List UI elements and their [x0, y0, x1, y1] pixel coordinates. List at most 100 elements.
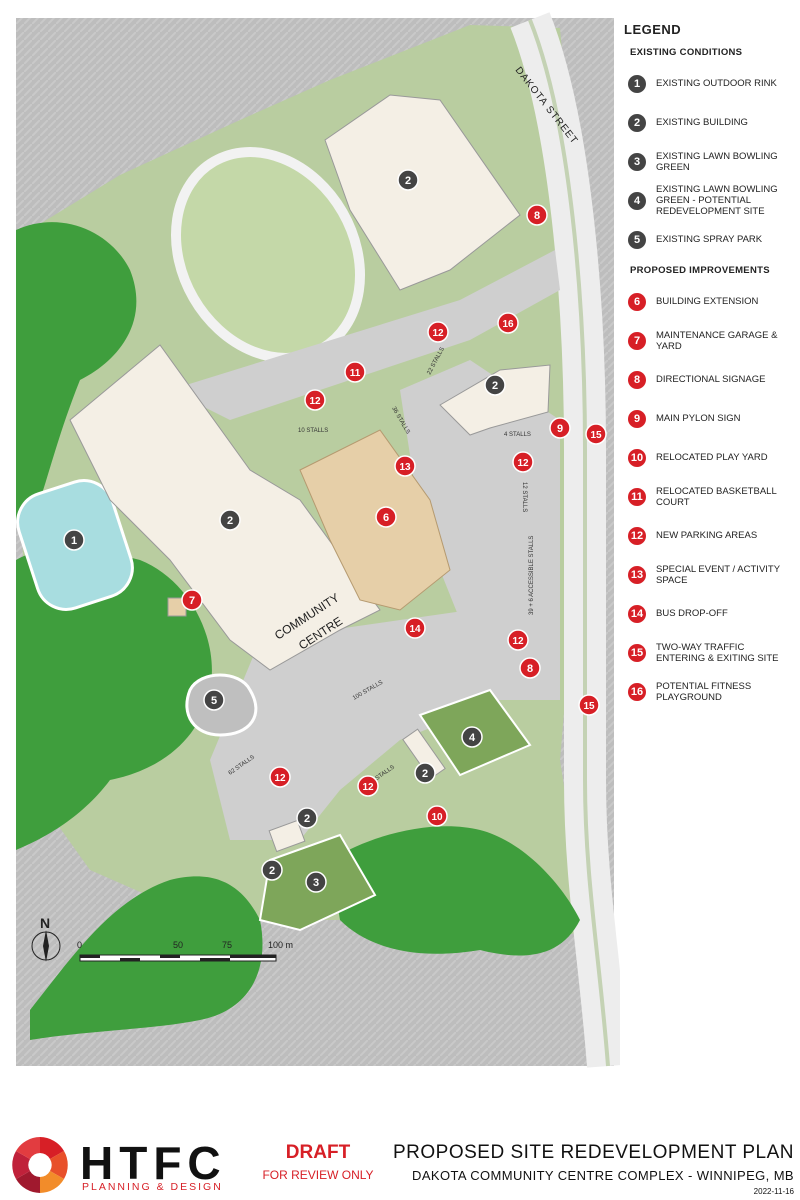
map-marker-circle	[269, 766, 291, 788]
map-marker-12: 12	[304, 389, 326, 411]
map-marker-2: 2	[219, 509, 241, 531]
map-marker-number: 2	[422, 768, 428, 780]
map-marker-circle	[427, 321, 449, 343]
map-marker-circle	[375, 506, 397, 528]
map-marker-2: 2	[261, 859, 283, 881]
legend-item-label: BUILDING EXTENSION	[656, 296, 759, 307]
map-marker-number: 14	[409, 624, 421, 635]
legend-item: 7 MAINTENANCE GARAGE & YARD	[624, 321, 796, 360]
legend-number-badge: 13	[628, 565, 646, 584]
map-marker-circle	[519, 657, 541, 679]
legend-item: 4 EXISTING LAWN BOWLING GREEN - POTENTIAL…	[624, 181, 796, 220]
map-marker-15: 15	[585, 423, 607, 445]
legend-number-badge: 2	[628, 113, 646, 132]
map-marker-8: 8	[526, 204, 548, 226]
map-marker-circle	[394, 455, 416, 477]
map-marker-11: 11	[344, 361, 366, 383]
map-marker-number: 8	[534, 210, 540, 222]
map-marker-number: 15	[583, 701, 595, 712]
map-marker-number: 2	[492, 380, 498, 392]
map-marker-circle	[507, 629, 529, 651]
map-marker-number: 12	[274, 773, 286, 784]
map-marker-number: 2	[227, 515, 233, 527]
legend-item-label: TWO-WAY TRAFFIC ENTERING & EXITING SITE	[656, 641, 779, 664]
map-marker-number: 5	[211, 695, 217, 707]
map-marker-2: 2	[484, 374, 506, 396]
map-marker-8: 8	[519, 657, 541, 679]
legend-number-badge: 6	[628, 292, 646, 311]
legend-number-badge: 9	[628, 409, 646, 428]
legend-number-badge: 1	[628, 74, 646, 93]
scale-label: 100 m	[268, 940, 293, 950]
legend-item-label: MAIN PYLON SIGN	[656, 413, 741, 424]
map-marker-7: 7	[181, 589, 203, 611]
logo-wordmark: HTFC	[80, 1137, 227, 1189]
logo-subtitle: PLANNING & DESIGN	[82, 1181, 223, 1193]
map-marker-circle	[578, 694, 600, 716]
map-marker-number: 13	[399, 462, 411, 473]
outbuilding	[268, 819, 306, 853]
map-marker-9: 9	[549, 417, 571, 439]
plan-date: 2022-11-16	[753, 1187, 794, 1196]
stall-label: 4 STALLS	[504, 432, 531, 438]
legend-item-label: EXISTING LAWN BOWLING GREEN - POTENTIAL …	[656, 184, 778, 217]
map-marker-number: 15	[590, 430, 602, 441]
scale-label: 75	[222, 940, 232, 950]
map-marker-4: 4	[461, 726, 483, 748]
map-marker-10: 10	[426, 805, 448, 827]
map-marker-2: 2	[296, 807, 318, 829]
legend-number-badge: 5	[628, 230, 646, 249]
map-marker-number: 10	[431, 812, 443, 823]
map-marker-circle	[344, 361, 366, 383]
map-marker-12: 12	[507, 629, 529, 651]
map-marker-circle	[526, 204, 548, 226]
map-marker-13: 13	[394, 455, 416, 477]
map-marker-12: 12	[512, 451, 534, 473]
map-marker-circle	[497, 312, 519, 334]
map-marker-2: 2	[397, 169, 419, 191]
legend-number-badge: 4	[628, 191, 646, 210]
map-marker-number: 12	[517, 458, 529, 469]
map-marker-number: 12	[362, 782, 374, 793]
scale-label: 0	[77, 940, 82, 950]
map-markers: 1222222345678891011121212121212131415151…	[63, 169, 607, 893]
legend-item-label: EXISTING LAWN BOWLING GREEN	[656, 150, 778, 173]
map-marker-12: 12	[357, 775, 379, 797]
map-marker-12: 12	[269, 766, 291, 788]
map-marker-circle	[397, 169, 419, 191]
map-marker-circle	[304, 389, 326, 411]
map-marker-number: 3	[313, 877, 319, 889]
map-marker-16: 16	[497, 312, 519, 334]
stall-label: 39 + 6 ACCESSIBLE STALLS	[529, 536, 535, 615]
legend-item-label: BUS DROP-OFF	[656, 608, 728, 619]
map-marker-number: 16	[502, 319, 514, 330]
legend-item-label: RELOCATED PLAY YARD	[656, 452, 768, 463]
map-marker-number: 7	[189, 595, 195, 607]
draft-label: DRAFT	[285, 1142, 351, 1163]
legend-number-badge: 7	[628, 331, 646, 350]
site-plan-map: DAKOTA STREET COMMUNITY CENTRE 10 STALLS…	[16, 12, 620, 1068]
forest-southwest	[16, 548, 212, 850]
map-marker-number: 6	[383, 512, 389, 524]
plan-title: PROPOSED SITE REDEVELOPMENT PLAN	[392, 1142, 794, 1163]
legend-item-label: MAINTENANCE GARAGE & YARD	[656, 329, 778, 352]
map-marker-number: 2	[304, 813, 310, 825]
legend-item-label: DIRECTIONAL SIGNAGE	[656, 374, 766, 385]
legend-item-label: SPECIAL EVENT / ACTIVITY SPACE	[656, 563, 780, 586]
map-marker-1: 1	[63, 529, 85, 551]
east-parking	[400, 360, 560, 700]
plan-subtitle: DAKOTA COMMUNITY CENTRE COMPLEX - WINNIP…	[412, 1168, 794, 1183]
legend-proposed-list: 6 BUILDING EXTENSION 7 MAINTENANCE GARAGE &…	[624, 282, 796, 711]
map-marker-number: 12	[512, 636, 524, 647]
map-marker-circle	[203, 689, 225, 711]
title-block: HTFC PLANNING & DESIGN DRAFT FOR REVIEW …	[0, 1130, 800, 1200]
